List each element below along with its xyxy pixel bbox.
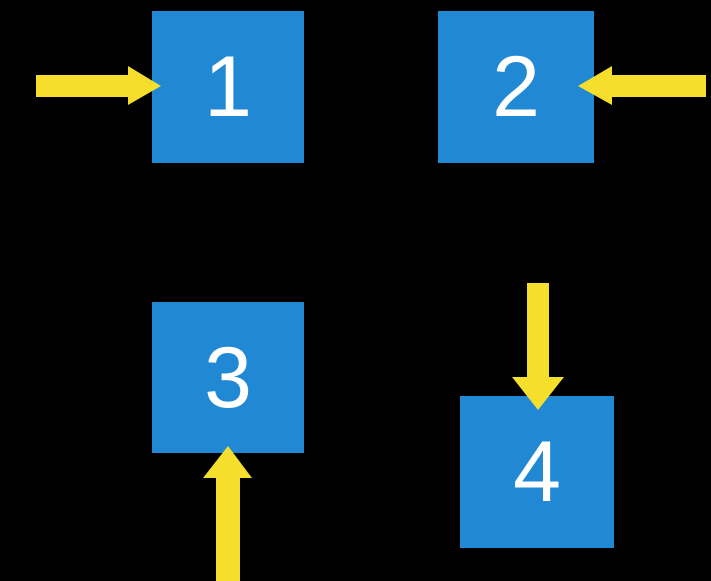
arrow-left-icon[interactable] xyxy=(578,66,706,105)
arrow-right-icon[interactable] xyxy=(36,66,161,105)
arrow-up-icon[interactable] xyxy=(203,446,252,581)
node-box-1[interactable]: 1 xyxy=(152,11,304,163)
node-label-2: 2 xyxy=(492,39,540,135)
arrow-down-icon[interactable] xyxy=(512,283,564,410)
node-box-4[interactable]: 4 xyxy=(460,396,614,548)
node-label-1: 1 xyxy=(204,39,252,135)
node-box-2[interactable]: 2 xyxy=(438,11,594,163)
node-label-3: 3 xyxy=(204,329,252,426)
node-label-4: 4 xyxy=(513,424,561,520)
node-box-3[interactable]: 3 xyxy=(152,302,304,453)
